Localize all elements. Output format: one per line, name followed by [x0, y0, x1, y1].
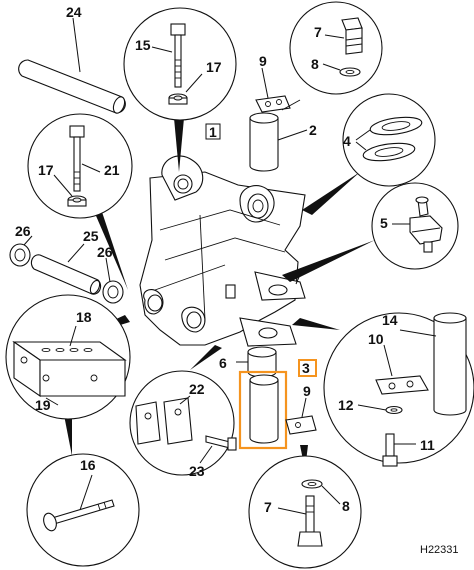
figure-id: H22331 — [420, 544, 459, 556]
bubble-10-11-12-14 — [323, 312, 474, 467]
callout-23: 23 — [189, 463, 205, 479]
callout-22: 22 — [189, 381, 205, 397]
callout-7-top: 7 — [314, 24, 322, 40]
highlight-box-3 — [238, 370, 288, 450]
callout-9-lower: 9 — [303, 383, 311, 399]
callout-26-left: 26 — [15, 223, 31, 239]
bubble-17-21 — [27, 113, 133, 219]
bubble-5 — [371, 182, 459, 270]
callout-11: 11 — [420, 437, 435, 453]
callout-1-box — [205, 123, 221, 140]
bubble-4 — [342, 93, 436, 187]
plate-9-top — [255, 67, 291, 113]
callout-14: 14 — [382, 312, 398, 328]
callout-1: 1 — [209, 124, 217, 140]
bubble-18-19 — [5, 294, 131, 420]
bushing-3 — [238, 370, 288, 450]
callout-19: 19 — [35, 397, 51, 413]
callout-10: 10 — [368, 331, 384, 347]
callout-9-top: 9 — [259, 53, 267, 69]
bubble-16 — [26, 453, 140, 567]
callout-4: 4 — [343, 133, 351, 149]
callout-17-left: 17 — [38, 162, 54, 178]
callout-3: 3 — [302, 360, 310, 376]
callout-6: 6 — [219, 355, 227, 371]
bubble-7-8-top — [289, 1, 383, 95]
callout-5: 5 — [380, 215, 388, 231]
bubble-15-17 — [123, 7, 237, 121]
callout-26-right: 26 — [97, 244, 113, 260]
callout-24: 24 — [66, 4, 82, 20]
callout-15: 15 — [135, 37, 151, 53]
callout-8-bottom: 8 — [342, 498, 350, 514]
callout-17-top: 17 — [206, 59, 222, 75]
callout-8-top: 8 — [311, 56, 319, 72]
callout-2: 2 — [309, 122, 317, 138]
callout-18: 18 — [76, 309, 92, 325]
pin-25-washers-26 — [9, 235, 124, 304]
main-bracket-1 — [139, 155, 306, 347]
pin-24 — [18, 17, 126, 114]
callout-25: 25 — [83, 228, 99, 244]
callout-labels: 24 15 17 9 7 8 2 4 1 5 17 21 26 25 26 18… — [15, 4, 459, 556]
plate-9-lower — [285, 397, 317, 435]
callout-3-tag — [298, 359, 317, 377]
callout-16: 16 — [80, 457, 96, 473]
bubble-22-23 — [129, 370, 237, 476]
bubble-7-8-bottom — [248, 455, 362, 569]
bushing-2 — [249, 112, 308, 172]
callout-21: 21 — [104, 162, 120, 178]
callout-7-bottom: 7 — [264, 499, 272, 515]
callout-12: 12 — [338, 397, 354, 413]
